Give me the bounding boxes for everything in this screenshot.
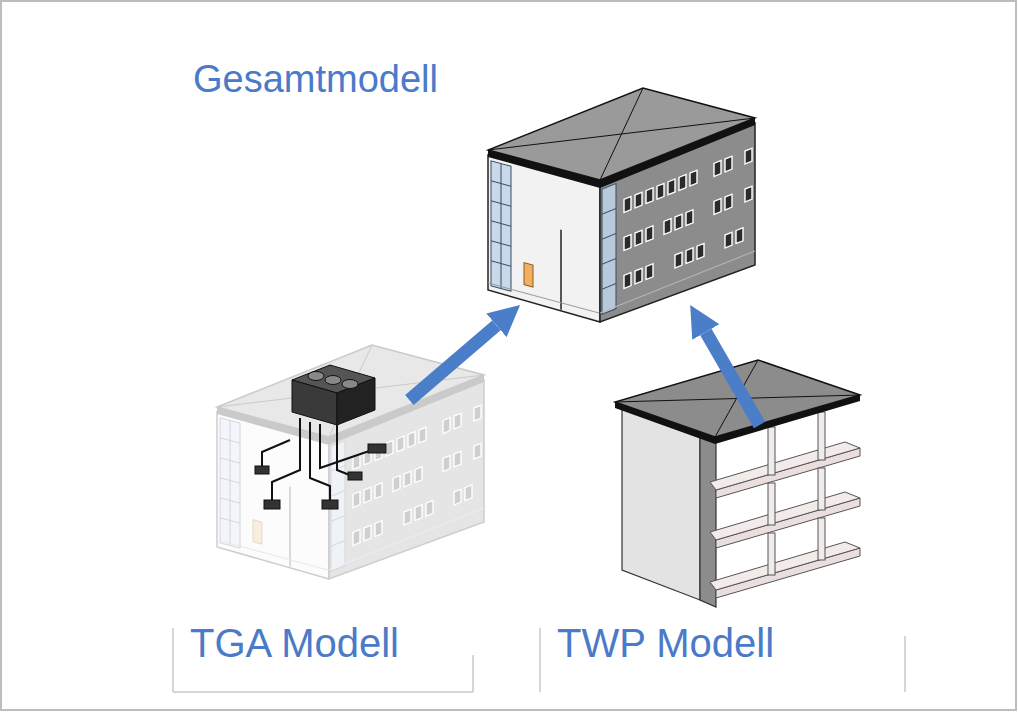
model-node: TWP Modell — [615, 425, 860, 625]
model-label: Gesamtmodell — [193, 58, 438, 102]
model-label: TWP Modell — [557, 620, 774, 666]
model-node: Gesamtmodell — [485, 105, 755, 305]
tga-building — [217, 345, 484, 579]
flow-arrow — [409, 325, 496, 400]
model-node: TGA Modell — [215, 400, 485, 585]
model-label: TGA Modell — [190, 620, 399, 666]
flow-arrow — [706, 332, 760, 425]
overall-building — [488, 88, 755, 322]
